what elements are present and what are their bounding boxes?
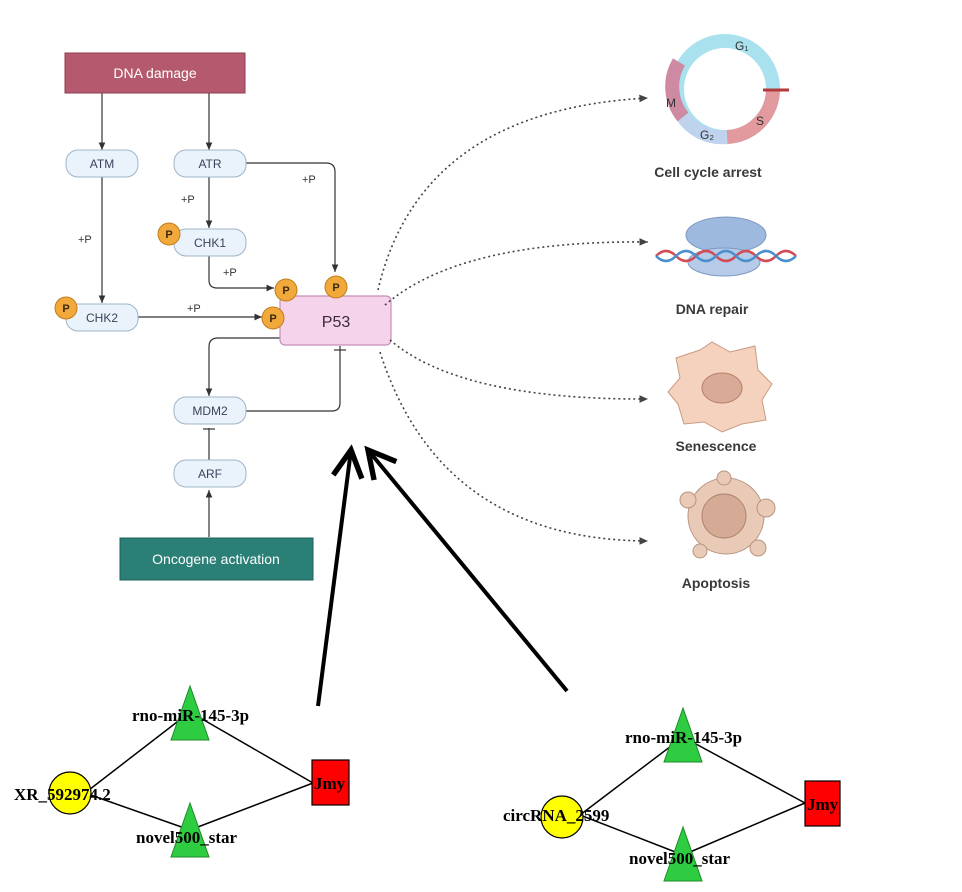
phos-label: +P bbox=[302, 174, 316, 186]
arrow-to-cell-cycle bbox=[377, 94, 649, 291]
phos-label: +P bbox=[78, 234, 92, 246]
phospho-badge: P bbox=[157, 222, 181, 246]
arrow-p53-mdm2 bbox=[205, 337, 280, 396]
network-left: rno-miR-145-3p novel500_star XR_592974.2… bbox=[14, 684, 350, 858]
novel-node bbox=[663, 825, 703, 882]
atr-label: ATR bbox=[198, 157, 221, 171]
mdm2-label: MDM2 bbox=[192, 404, 228, 418]
phos-label: +P bbox=[187, 303, 201, 315]
novel-label: novel500_star bbox=[136, 828, 238, 847]
node-oncogene: Oncogene activation bbox=[119, 537, 314, 581]
phospho-badge: P bbox=[54, 296, 78, 320]
p-badge-label: P bbox=[165, 229, 172, 241]
arrow-to-apoptosis bbox=[379, 351, 649, 545]
p-badge-label: P bbox=[282, 285, 289, 297]
dna-repair-label: DNA repair bbox=[676, 301, 749, 317]
target-label: Jmy bbox=[807, 795, 839, 814]
senescence-label: Senescence bbox=[676, 438, 757, 454]
arrow-chk1-p53 bbox=[208, 256, 274, 292]
dna-damage-label: DNA damage bbox=[113, 65, 196, 81]
phospho-badge: P bbox=[274, 278, 298, 302]
phosphorylation-labels: +P +P +P +P +P bbox=[78, 174, 316, 315]
apoptosis-icon bbox=[679, 470, 776, 559]
arf-label: ARF bbox=[198, 467, 222, 481]
p-badge-label: P bbox=[269, 313, 276, 325]
edge bbox=[682, 802, 806, 856]
outcome-arrows bbox=[377, 94, 649, 545]
chk2-label: CHK2 bbox=[86, 311, 118, 325]
phase-g2: G₂ bbox=[700, 128, 714, 142]
apoptosis-label: Apoptosis bbox=[682, 575, 751, 591]
node-dna-damage: DNA damage bbox=[64, 52, 246, 94]
oncogene-label: Oncogene activation bbox=[152, 551, 280, 567]
node-atr: ATR bbox=[173, 149, 247, 178]
chk1-label: CHK1 bbox=[194, 236, 226, 250]
p-badge-label: P bbox=[332, 282, 339, 294]
arrow-to-senescence bbox=[389, 339, 649, 403]
phase-s: S bbox=[756, 114, 764, 128]
phase-g1: G₁ bbox=[735, 39, 748, 53]
node-arf: ARF bbox=[173, 459, 247, 488]
node-chk2: CHK2 bbox=[65, 303, 139, 332]
pathway-connectors bbox=[98, 93, 346, 537]
edge bbox=[189, 782, 314, 831]
target-node bbox=[804, 780, 841, 827]
edge bbox=[579, 736, 684, 816]
phospho-badge: P bbox=[324, 275, 348, 299]
source-label: circRNA_2599 bbox=[503, 806, 609, 825]
target-label: Jmy bbox=[314, 774, 346, 793]
edge bbox=[84, 711, 191, 794]
node-mdm2: MDM2 bbox=[173, 396, 247, 425]
source-label: XR_592974.2 bbox=[14, 785, 111, 804]
phospho-badge: P bbox=[261, 306, 285, 330]
p53-label: P53 bbox=[322, 314, 351, 331]
phase-m: M bbox=[666, 96, 676, 110]
arrow-to-dna-repair bbox=[384, 238, 649, 306]
node-p53: P53 bbox=[279, 295, 392, 346]
edge bbox=[189, 711, 314, 784]
edge bbox=[682, 736, 806, 804]
big-arrow-left bbox=[316, 450, 351, 707]
big-arrow-right bbox=[368, 450, 569, 693]
edge bbox=[84, 792, 191, 831]
novel-node bbox=[170, 801, 210, 858]
phos-label: +P bbox=[223, 267, 237, 279]
node-atm: ATM bbox=[65, 149, 139, 178]
cell-cycle-label: Cell cycle arrest bbox=[654, 164, 762, 180]
source-node bbox=[48, 771, 92, 815]
edge bbox=[579, 814, 684, 856]
network-right: rno-miR-145-3p novel500_star circRNA_259… bbox=[503, 706, 841, 882]
node-chk1: CHK1 bbox=[173, 228, 247, 257]
source-node bbox=[540, 795, 584, 839]
mirna-node bbox=[663, 706, 703, 763]
atm-label: ATM bbox=[90, 157, 114, 171]
senescence-icon bbox=[667, 341, 773, 433]
arrow-atr-p53 bbox=[245, 162, 339, 272]
mirna-label: rno-miR-145-3p bbox=[625, 728, 742, 747]
mirna-node bbox=[170, 684, 210, 741]
novel-label: novel500_star bbox=[629, 849, 731, 868]
phos-label: +P bbox=[181, 194, 195, 206]
cell-cycle-icon: G₁ M G₂ S bbox=[665, 34, 789, 145]
target-node bbox=[311, 759, 350, 806]
dna-repair-icon bbox=[655, 216, 797, 277]
mirna-label: rno-miR-145-3p bbox=[132, 706, 249, 725]
p-badge-label: P bbox=[62, 303, 69, 315]
inhibit-mdm2-p53 bbox=[246, 346, 341, 412]
